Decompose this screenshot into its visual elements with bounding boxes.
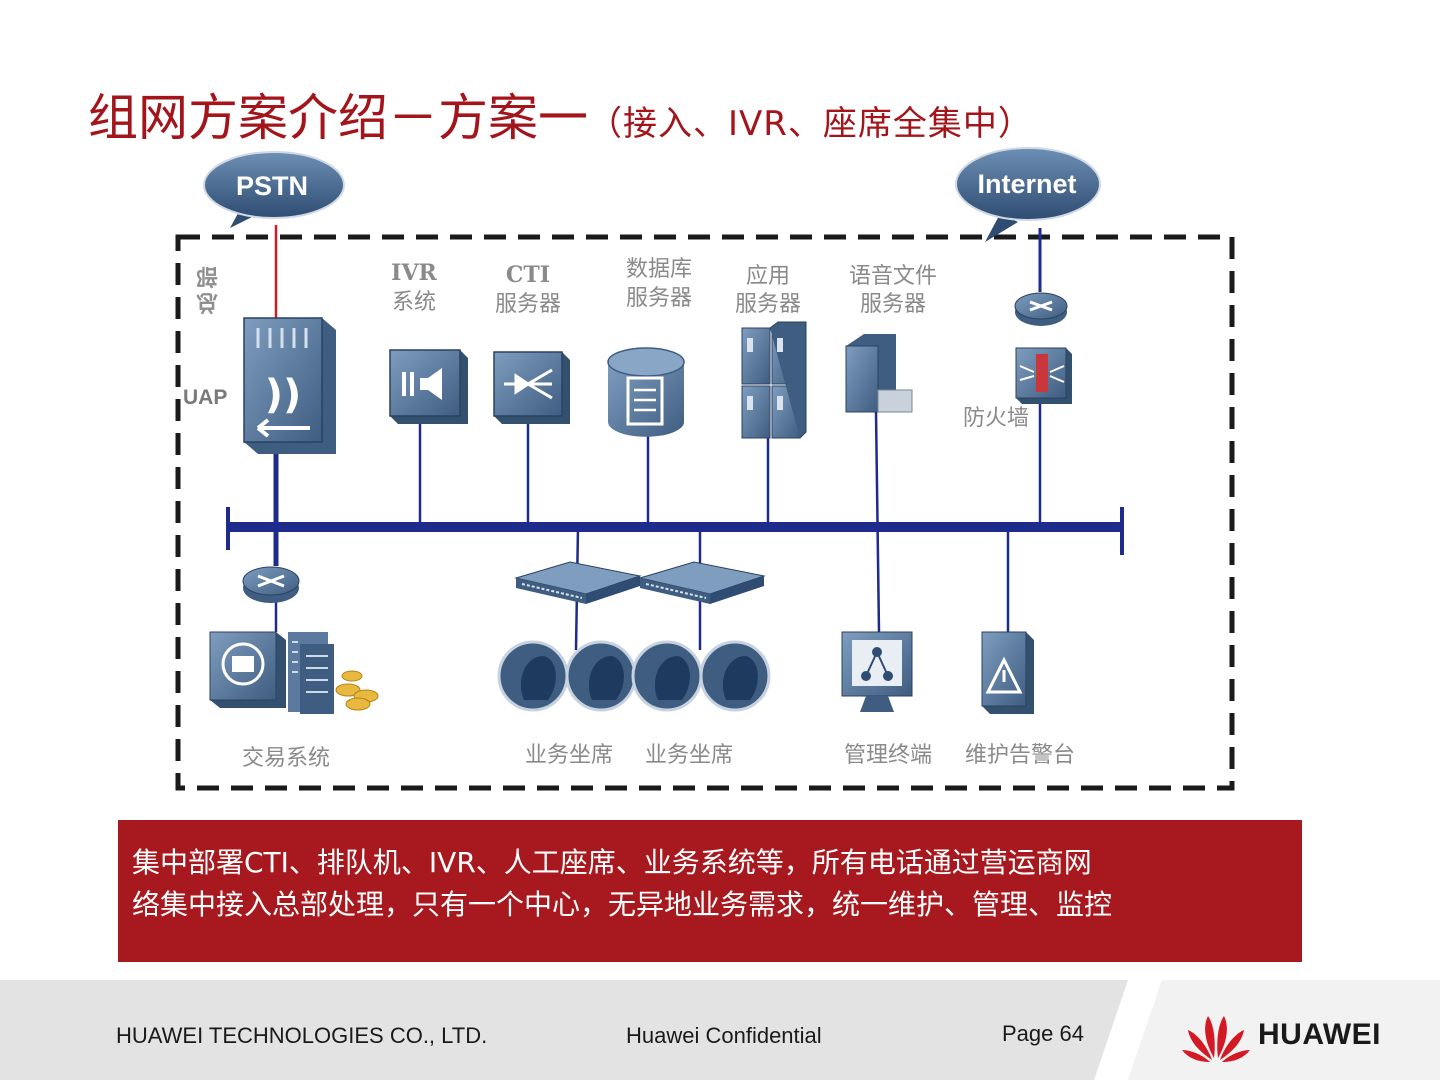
hq-label: 总部 [196,263,219,314]
database-label-line1: 数据库 [625,257,692,282]
ivr-label-line1: IVR [391,260,437,286]
management-terminal-icon [841,631,913,712]
agent-avatar-4 [699,640,771,712]
network-diagram: PSTN Internet )︎) [175,147,1235,791]
ivr-label-line2: 系统 [391,290,436,315]
voice-server-label-line1: 语音文件 [848,264,937,289]
trading-system-label: 交易系统 [241,746,330,771]
footer-page-number: Page 64 [1002,1021,1084,1046]
trading-router-icon [242,566,300,603]
cti-device-icon [493,351,570,424]
management-terminal-label: 管理终端 [843,743,932,768]
internet-cloud-icon [955,147,1101,242]
firewall-router-icon [1014,292,1068,326]
app-server-label-line2: 服务器 [734,292,801,317]
agent-avatar-1 [497,640,569,712]
huawei-logo-icon [1182,1016,1250,1062]
voice-file-server-icon [845,334,913,413]
agent-avatar-icons [497,640,771,712]
agent-label-1: 业务坐席 [524,743,613,768]
summary-line-1: 集中部署CTI、排队机、IVR、人工座席、业务系统等，所有电话通过营运商网 [132,846,1092,879]
uap-device-icon: )︎) [243,317,336,454]
office-building-icon [288,632,334,714]
firewall-icon [1015,347,1072,404]
app-server-label-line1: 应用 [745,264,790,289]
agent-avatar-3 [631,640,703,712]
svg-text:)︎): )︎) [265,372,302,418]
database-icon [607,347,685,437]
page-title: 组网方案介绍－方案一（接入、IVR、座席全集中） [88,78,1033,150]
cti-label-line1: CTI [505,262,551,288]
ivr-device-icon [389,349,468,424]
summary-line-2: 络集中接入总部处理，只有一个中心，无异地业务需求，统一维护、管理、监控 [132,888,1113,921]
cti-label-line2: 服务器 [494,292,561,317]
summary-note: 集中部署CTI、排队机、IVR、人工座席、业务系统等，所有电话通过营运商网 络集… [118,820,1302,962]
app-server-icon [741,321,807,439]
voice-server-label-line2: 服务器 [859,292,926,317]
alarm-console-icon [981,631,1034,714]
pstn-cloud-icon [203,151,345,228]
alarm-console-label: 维护告警台 [964,743,1075,768]
switch-icon-1 [514,561,642,604]
agent-label-2: 业务坐席 [644,743,733,768]
hq-boundary [175,234,1235,791]
uap-label: UAP [183,386,228,409]
trading-system-icon [209,631,379,714]
huawei-brand-wordmark: HUAWEI [1258,1018,1381,1051]
title-main: 组网方案介绍－方案一 [88,89,588,147]
footer-company: HUAWEI TECHNOLOGIES CO., LTD. [116,1023,488,1048]
coins-icon [335,670,379,711]
database-label-line2: 服务器 [625,286,692,311]
internet-cloud-label: Internet [977,169,1076,199]
switch-icon-2 [638,561,766,604]
agent-avatar-2 [565,640,637,712]
firewall-label: 防火墙 [962,406,1029,431]
title-subtitle: （接入、IVR、座席全集中） [588,104,1033,144]
footer-confidential: Huawei Confidential [626,1023,822,1048]
pstn-cloud-label: PSTN [236,171,308,201]
